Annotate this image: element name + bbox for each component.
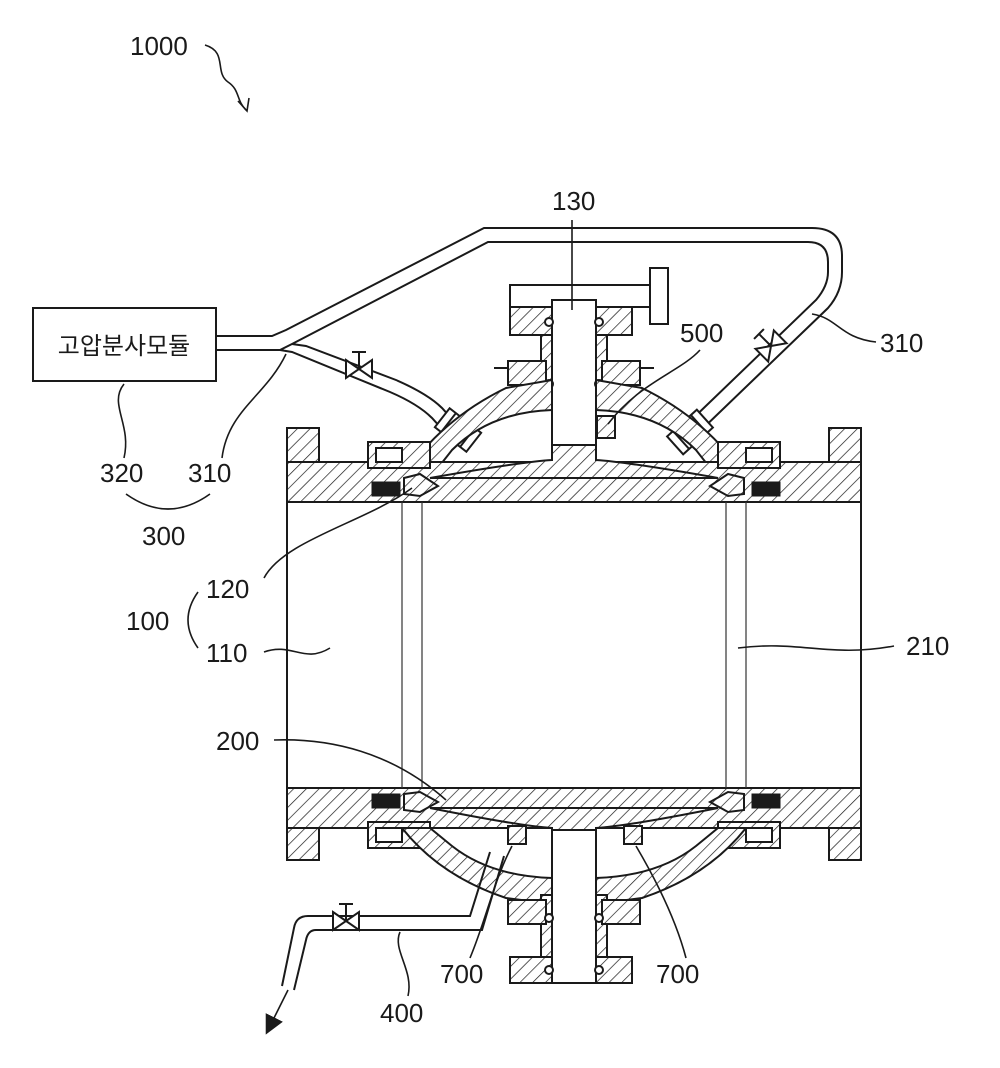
- right-bypass-valve: [750, 325, 787, 362]
- seal-700-left: [508, 826, 526, 844]
- brace-100: [188, 592, 198, 648]
- leader-400: [398, 932, 409, 996]
- label-200: 200: [216, 726, 259, 756]
- label-130: 130: [552, 186, 595, 216]
- module-box: 고압분사모듈: [33, 308, 216, 381]
- label-110: 110: [206, 638, 247, 668]
- upper-stem: [494, 268, 668, 455]
- label-300: 300: [142, 521, 185, 551]
- seal-700-right: [624, 826, 642, 844]
- label-310-right: 310: [880, 328, 923, 358]
- leader-310-left: [222, 354, 286, 458]
- lower-stem: [508, 830, 640, 983]
- label-1000: 1000: [130, 31, 188, 61]
- leader-1000: [205, 45, 246, 110]
- label-210: 210: [906, 631, 949, 661]
- module-box-label: 고압분사모듈: [58, 333, 190, 360]
- label-700-right: 700: [656, 959, 699, 989]
- label-100: 100: [126, 606, 169, 636]
- leader-310-right: [812, 314, 876, 342]
- label-120: 120: [206, 574, 249, 604]
- label-320: 320: [100, 458, 143, 488]
- leader-320: [118, 384, 125, 458]
- label-400: 400: [380, 998, 423, 1028]
- label-500: 500: [680, 318, 723, 348]
- left-bypass-valve: [346, 352, 372, 378]
- label-700-left: 700: [440, 959, 483, 989]
- label-310-left: 310: [188, 458, 231, 488]
- brace-300: [126, 494, 210, 509]
